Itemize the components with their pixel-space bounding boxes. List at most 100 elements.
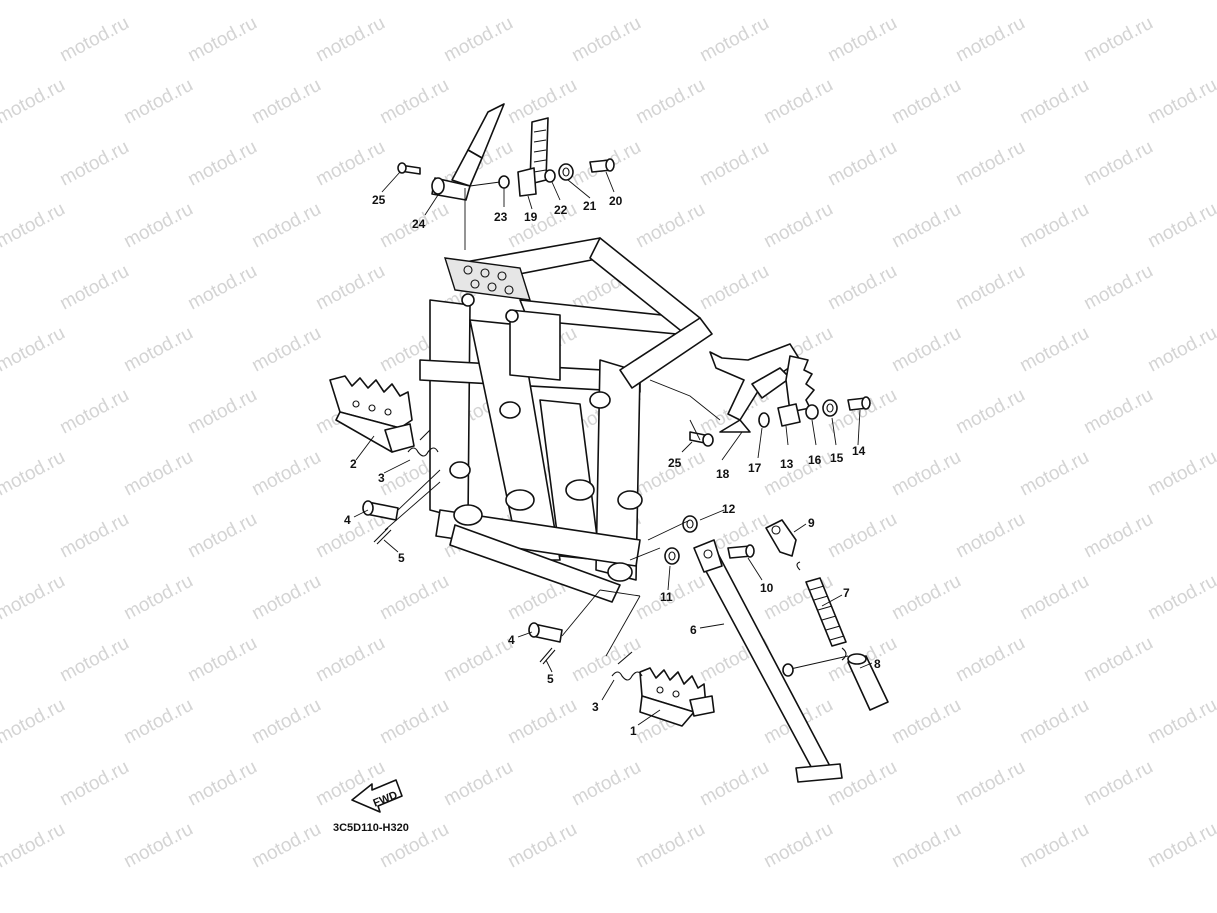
watermark-text: motod.ru	[888, 447, 964, 501]
callout-14: 14	[852, 444, 866, 458]
watermark-text: motod.ru	[888, 323, 964, 377]
watermark-text: motod.ru	[184, 137, 260, 191]
watermark-text: motod.ru	[248, 571, 324, 625]
lower-spring	[611, 651, 643, 681]
watermark-text: motod.ru	[1080, 757, 1156, 811]
lower-pin	[528, 622, 563, 643]
watermark-text: motod.ru	[952, 757, 1028, 811]
watermark-text: motod.ru	[1016, 75, 1092, 129]
watermark-text: motod.ru	[760, 819, 836, 873]
top-hardware	[397, 158, 615, 189]
watermark-text: motod.ru	[696, 261, 772, 315]
watermark-text: motod.ru	[888, 695, 964, 749]
watermark-text: motod.ru	[312, 261, 388, 315]
watermark-text: motod.ru	[120, 819, 196, 873]
lower-footrest	[639, 667, 715, 727]
watermark-text: motod.ru	[440, 633, 516, 687]
watermark-text: motod.ru	[184, 261, 260, 315]
watermark-text: motod.ru	[440, 757, 516, 811]
callout-7: 7	[843, 586, 850, 600]
watermark-text: motod.ru	[56, 385, 132, 439]
right-hardware	[689, 396, 871, 447]
callout-25: 25	[372, 193, 386, 207]
watermark-text: motod.ru	[632, 75, 708, 129]
watermark-text: motod.ru	[952, 633, 1028, 687]
watermark-text: motod.ru	[952, 385, 1028, 439]
callout-17: 17	[748, 461, 762, 475]
callout-leaders	[353, 171, 873, 726]
watermark-text: motod.ru	[248, 323, 324, 377]
watermark-text: motod.ru	[376, 695, 452, 749]
watermark-text: motod.ru	[1016, 695, 1092, 749]
watermark-text: motod.ru	[120, 323, 196, 377]
watermark-text: motod.ru	[568, 13, 644, 67]
callout-24: 24	[412, 217, 426, 231]
callout-13: 13	[780, 457, 794, 471]
watermark-text: motod.ru	[1016, 447, 1092, 501]
watermark-text: motod.ru	[1080, 633, 1156, 687]
callout-4: 4	[344, 513, 351, 527]
callout-9: 9	[808, 516, 815, 530]
watermark-text: motod.ru	[0, 323, 69, 377]
callout-20: 20	[609, 194, 623, 208]
spring-hook-bracket	[765, 519, 797, 557]
watermark-text: motod.ru	[1144, 819, 1217, 873]
passenger-footrest-right	[517, 117, 549, 197]
watermark-text: motod.ru	[120, 695, 196, 749]
sidestand-spring	[796, 561, 847, 661]
watermark-text: motod.ru	[248, 75, 324, 129]
watermark-text: motod.ru	[824, 13, 900, 67]
callout-10: 10	[760, 581, 774, 595]
callout-23: 23	[494, 210, 508, 224]
sidestand	[693, 539, 843, 783]
watermark-text: motod.ru	[120, 199, 196, 253]
diagram-code: 3C5D110-H320	[333, 822, 409, 834]
callout-22: 22	[554, 203, 568, 217]
passenger-footrest-left	[431, 103, 505, 201]
watermark-text: motod.ru	[56, 757, 132, 811]
watermark-text: motod.ru	[632, 199, 708, 253]
watermark-text: motod.ru	[0, 447, 69, 501]
watermark-text: motod.ru	[760, 447, 836, 501]
watermark-text: motod.ru	[952, 137, 1028, 191]
watermark-text: motod.ru	[1144, 199, 1217, 253]
watermark-text: motod.ru	[56, 509, 132, 563]
watermark-text: motod.ru	[56, 13, 132, 67]
sidestand-sleeve	[847, 653, 889, 711]
watermark-text: motod.ru	[1016, 571, 1092, 625]
right-footrest	[777, 355, 815, 427]
watermark-text: motod.ru	[952, 261, 1028, 315]
watermark-text: motod.ru	[1144, 447, 1217, 501]
watermark-text: motod.ru	[312, 13, 388, 67]
watermark-text: motod.ru	[56, 137, 132, 191]
callout-8: 8	[874, 657, 881, 671]
callouts: 1 2 3 3 4 4 5 5 6 7 8 9 10 11 12 13 14 1…	[344, 193, 881, 738]
watermark-text: motod.ru	[696, 13, 772, 67]
watermark-text: motod.ru	[120, 571, 196, 625]
watermark-text: motod.ru	[888, 571, 964, 625]
callout-5: 5	[398, 551, 405, 565]
watermark-text: motod.ru	[0, 571, 69, 625]
watermark-text: motod.ru	[1016, 199, 1092, 253]
callout-1: 1	[630, 724, 637, 738]
watermark-text: motod.ru	[184, 757, 260, 811]
left-cotter-pin	[373, 527, 392, 545]
callout-5: 5	[547, 672, 554, 686]
watermark-text: motod.ru	[1144, 571, 1217, 625]
left-spring	[407, 429, 439, 457]
watermark-text: motod.ru	[1080, 137, 1156, 191]
watermark-text: motod.ru	[1144, 695, 1217, 749]
frame	[419, 237, 713, 603]
watermark-text: motod.ru	[184, 385, 260, 439]
callout-15: 15	[830, 451, 844, 465]
lower-cotter-pin	[539, 647, 556, 665]
watermark-text: motod.ru	[248, 819, 324, 873]
watermark-text: motod.ru	[824, 509, 900, 563]
sidestand-collar	[682, 515, 698, 533]
callout-3: 3	[378, 471, 385, 485]
watermark-text: motod.ru	[632, 447, 708, 501]
watermark-text: motod.ru	[504, 695, 580, 749]
watermark-text: motod.ru	[56, 261, 132, 315]
watermark-text: motod.ru	[0, 695, 69, 749]
